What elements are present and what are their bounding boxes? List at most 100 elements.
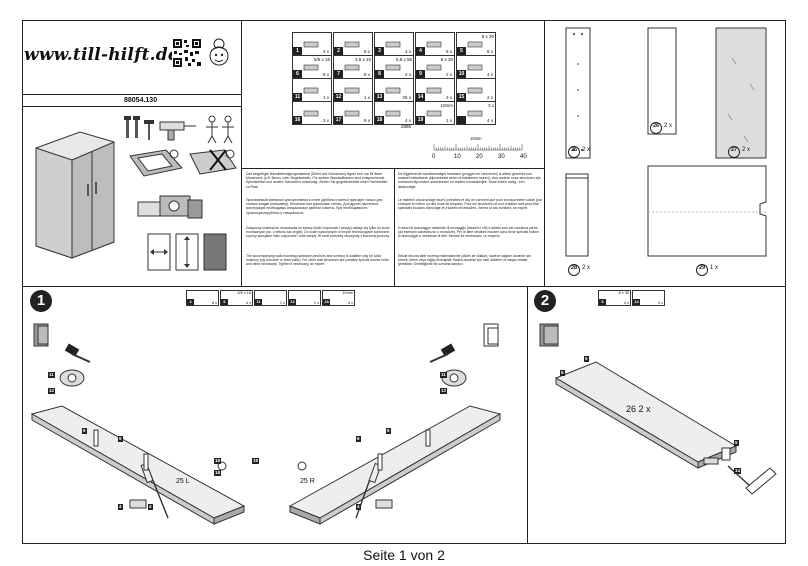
part-number: 17: [334, 116, 343, 124]
part-cell: 143 x2863: [415, 78, 455, 106]
part-number: 12: [334, 93, 343, 101]
part-cell: 28 x2827: [333, 32, 373, 60]
bar-part-number: 4: [187, 299, 194, 305]
part-tag: 4: [118, 504, 123, 510]
part-tag: 6: [118, 436, 123, 442]
part-tag: 4: [356, 504, 361, 510]
bar-part-number: 11: [255, 299, 262, 305]
ruler-unit: 10mm: [470, 136, 482, 141]
part-cell: 65/5 x 168 x2821: [292, 55, 332, 83]
panel-quantity: 2 x: [582, 265, 591, 271]
part-quantity: 3 x: [445, 95, 452, 100]
hinge-adjust-illustration: [137, 195, 227, 271]
bar-part-qty: 4 x: [347, 301, 353, 305]
part-number: 10: [457, 70, 466, 78]
bar-part-number: 18: [323, 299, 330, 305]
part-cell: 121 x2880: [333, 78, 373, 106]
part-quantity: 5 x: [363, 118, 370, 123]
instruction-text: De bijgeleverde wandbevestiger hardware …: [398, 172, 541, 189]
part-number: 8: [375, 70, 384, 78]
part-cell: 152 x1098: [456, 78, 496, 106]
bar-part: 12 1 x: [288, 290, 321, 306]
part-number: 5: [457, 47, 466, 55]
part-number: 9: [416, 70, 425, 78]
part-tag: 18: [214, 470, 222, 476]
part-quantity: 1 x: [363, 95, 370, 100]
part-cell: 85,8 x 552 x2840: [374, 55, 414, 83]
part-tag: 4: [148, 504, 153, 510]
brand-logo: www.till-hilft.de: [24, 45, 179, 65]
ruler-label: 0: [432, 154, 436, 160]
bar-part-qty: 3 x: [657, 301, 663, 305]
part-spec: 8 x 30: [481, 34, 494, 39]
bar-part-qty: 4 x: [245, 301, 251, 305]
part-spec: 3,5 x 15: [354, 57, 371, 62]
part-spec: 8 x 30: [440, 57, 453, 62]
part-number: 16: [293, 116, 302, 124]
panel-number: 25: [568, 146, 580, 158]
bar-part-qty: 4 x: [623, 301, 629, 305]
panel-number: 28: [568, 264, 580, 276]
cabinet-illustration: [35, 131, 115, 259]
panel-quantity: 2 x: [742, 147, 751, 153]
part-cell: 17 5 x: [333, 101, 373, 125]
part-tag: 5: [734, 440, 739, 446]
bar-part-number: 5: [599, 299, 606, 305]
part-quantity: 8 x: [445, 49, 452, 54]
part-quantity: 4 x: [404, 49, 411, 54]
part-code: 2885: [400, 124, 411, 129]
bar-part: 18 10mm 4 x: [322, 290, 355, 306]
bar-part-spec: 8 x 30: [618, 291, 629, 295]
bar-part-number: 12: [289, 299, 296, 305]
bar-part-qty: 1 x: [279, 301, 285, 305]
part-quantity: 4 x: [486, 118, 493, 123]
floor-protection-illustration: [129, 149, 237, 177]
logo-divider: [22, 94, 241, 96]
ruler-label: 30: [498, 154, 505, 160]
part-number: 3: [375, 47, 384, 55]
part-tag: 6: [82, 428, 87, 434]
part-tag: 11: [48, 372, 55, 378]
part-number: 19: [416, 116, 425, 124]
part-spec: 10mm: [440, 103, 453, 108]
step-1-illustration: [30, 323, 502, 525]
part-number: 13: [375, 93, 384, 101]
mascot-face-icon: [209, 38, 229, 66]
part-quantity: 8 x: [363, 72, 370, 77]
part-number: 1: [293, 47, 302, 55]
panel-quantity: 1 x: [710, 265, 719, 271]
bar-part: 4 8 x: [186, 290, 219, 306]
instruction-text: The accompanying wall-mounting hardware …: [246, 254, 389, 267]
step-1-badge: 1: [30, 290, 52, 312]
part-quantity: 4 x: [322, 49, 329, 54]
bar-part-spec: 10mm: [342, 291, 353, 295]
article-number: 88054.130: [124, 97, 158, 104]
part-cell: 34 x1601: [374, 32, 414, 60]
part-tag: 14: [734, 468, 742, 474]
part-number: 7: [334, 70, 343, 78]
part-tag: 18: [214, 458, 222, 464]
instruction-text: Das beigefügte Wandbefestigungsmaterial …: [246, 172, 388, 189]
part-number: 18: [375, 116, 384, 124]
ruler-label: 40: [520, 154, 527, 160]
part-cell: 1 4 x: [292, 32, 332, 56]
bar-part-qty: 8 x: [211, 301, 217, 305]
tools-illustration: [124, 115, 234, 144]
part-tag: 12: [440, 388, 448, 394]
part-cell: 104 x2865: [456, 55, 496, 83]
part-quantity: 2 x: [486, 95, 493, 100]
part-quantity: 2 x: [404, 72, 411, 77]
step-2-badge: 2: [534, 290, 556, 312]
bar-part: 5 8 x 30 4 x: [598, 290, 631, 306]
panel-quantity: 2 x: [664, 123, 673, 129]
bar-part: 11 1 x: [254, 290, 287, 306]
part-cell: 48 x1610: [415, 32, 455, 60]
bar-part-qty: 1 x: [313, 301, 319, 305]
bar-part-number: 14: [633, 299, 640, 305]
part-tag: 6: [386, 428, 391, 434]
step-2-illustration: [539, 323, 777, 495]
